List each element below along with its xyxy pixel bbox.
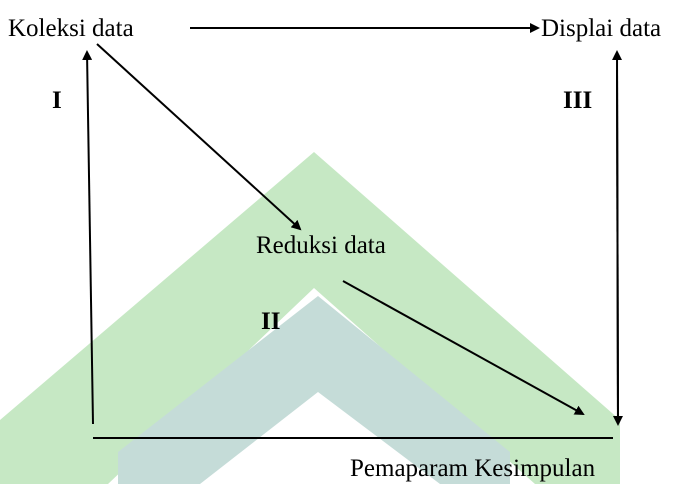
label-roman-three: III <box>563 87 592 114</box>
arrow-reduksi-to-kesimpulan <box>342 280 585 415</box>
arrow-kesimpulan-to-koleksi <box>82 50 94 425</box>
label-roman-two: II <box>261 308 280 335</box>
arrow-koleksi-to-reduksi <box>96 43 302 231</box>
node-koleksi-data: Koleksi data <box>8 15 134 42</box>
watermark-outer-chevron <box>0 152 620 484</box>
node-reduksi-data: Reduksi data <box>256 232 386 259</box>
label-roman-one: I <box>52 87 62 114</box>
arrow-kesimpulan-to-displai <box>612 50 623 425</box>
node-displai-data: Displai data <box>541 15 661 42</box>
node-pemaparam-kesimpulan: Pemaparam Kesimpulan <box>350 455 596 482</box>
